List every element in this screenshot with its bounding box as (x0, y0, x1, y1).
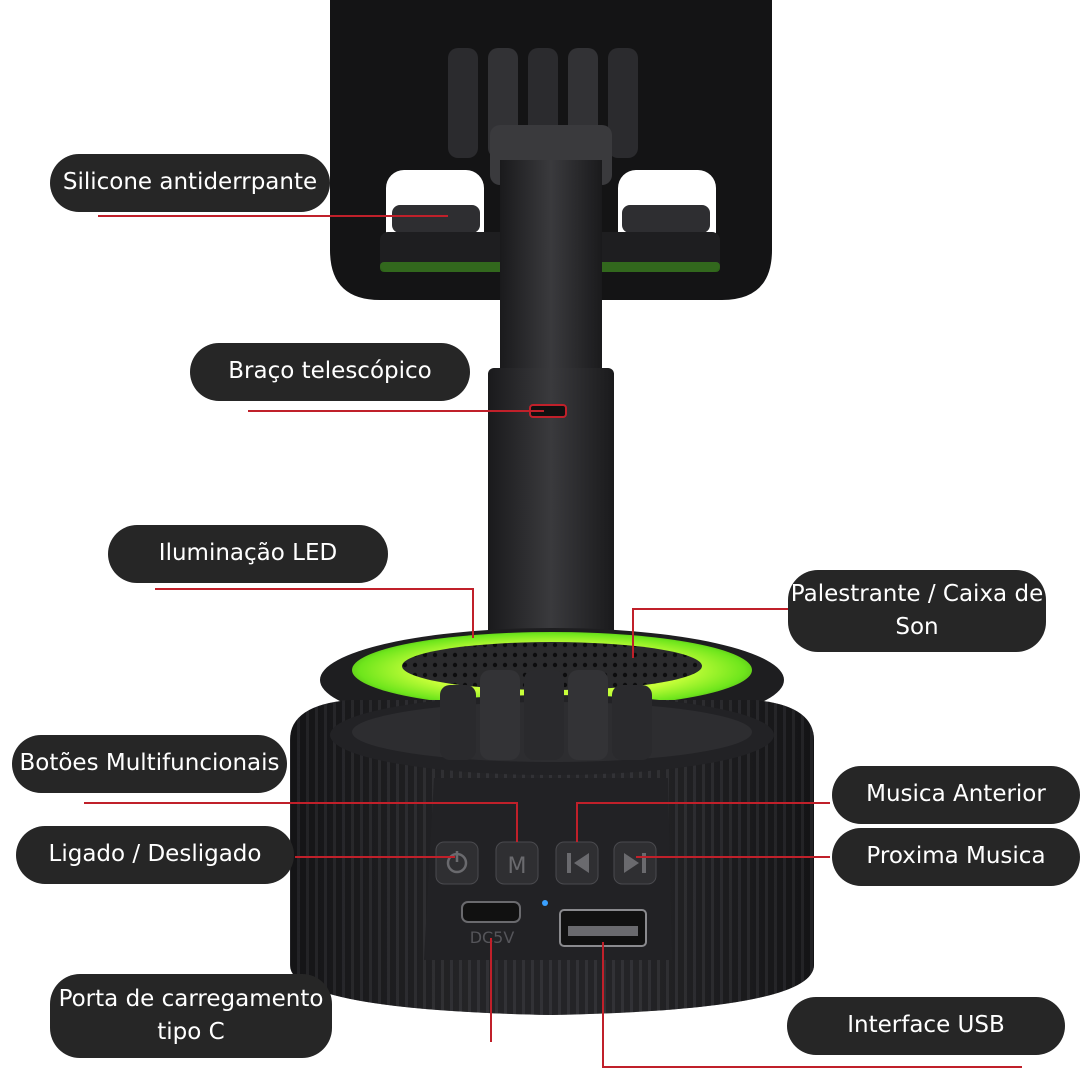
label-led-lighting: Iluminação LED (108, 525, 388, 583)
speaker-grille (402, 642, 702, 690)
silicone-pad-left (392, 205, 480, 233)
label-type-c-charging-port: Porta de carregamento tipo C (50, 974, 332, 1058)
label-multifunction-buttons: Botões Multifuncionais (12, 735, 287, 793)
telescopic-arm (488, 160, 614, 698)
bottom-hinge (440, 670, 652, 760)
label-next-track: Proxima Musica (832, 828, 1080, 886)
label-silicone-antislip: Silicone antiderrpante (50, 154, 330, 212)
svg-text:DC5V: DC5V (470, 928, 515, 947)
label-speaker: Palestrante / Caixa de Son (788, 570, 1046, 652)
label-power-switch: Ligado / Desligado (16, 826, 294, 884)
label-telescopic-arm: Braço telescópico (190, 343, 470, 401)
label-usb-interface: Interface USB (787, 997, 1065, 1055)
silicone-pad-right (622, 205, 710, 233)
control-panel: M DC5V (424, 778, 672, 960)
label-previous-track: Musica Anterior (832, 766, 1080, 824)
svg-text:M: M (508, 854, 527, 879)
leader-lines (84, 215, 1022, 1068)
